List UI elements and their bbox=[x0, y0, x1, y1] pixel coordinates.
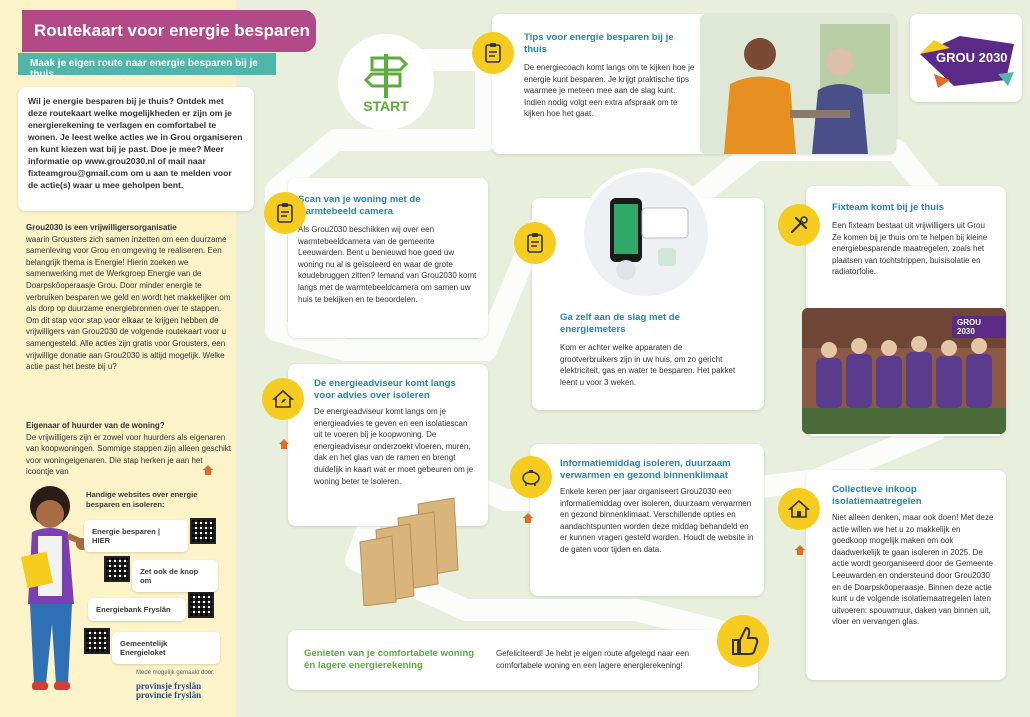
grou2030-logo bbox=[920, 36, 1014, 88]
step-collective-card: Collectieve inkoop isolatiemaatregelen N… bbox=[806, 470, 1006, 680]
qr-code bbox=[104, 556, 130, 582]
links-title: Handige websites over energie besparen e… bbox=[86, 490, 198, 509]
insulation-panels-image bbox=[359, 497, 459, 606]
house-leaf-icon bbox=[262, 378, 304, 420]
person-illustration bbox=[20, 486, 88, 690]
fixteam-photo: GROU 2030 bbox=[802, 308, 1006, 434]
link-zet-knop-om[interactable]: Zet ook de knop om bbox=[132, 560, 218, 592]
step-scan-title: Scan van je woning met de warmtebeeld ca… bbox=[298, 194, 421, 217]
step-collective-text: Niet alleen denken, maar ook doen! Met d… bbox=[832, 513, 994, 627]
clipboard-icon bbox=[514, 222, 556, 264]
qr-code bbox=[84, 628, 110, 654]
step-advisor-card: De energieadviseur komt langs voor advie… bbox=[288, 364, 488, 526]
step-tips-text: De energiecoach komt langs om te kijken … bbox=[524, 63, 695, 119]
coach-photo bbox=[700, 14, 896, 154]
start-label: START bbox=[363, 98, 409, 114]
about-text: waarin Grousters zich samen inzetten om … bbox=[26, 234, 231, 372]
step-scan-text: Als Grou2030 beschikken wij over een war… bbox=[298, 225, 477, 304]
step-info-card: Informatiemiddag isoleren, duurzaam verw… bbox=[530, 444, 764, 596]
step-tips-heading: Tips voor energie besparen bij je thuis bbox=[524, 32, 674, 55]
step-scan-card: Scan van je woning met de warmtebeeld ca… bbox=[288, 178, 488, 338]
owner-title: Eigenaar of huurder van de woning? bbox=[26, 421, 165, 430]
step-tips-card: Tips voor energie besparen bij je thuis … bbox=[492, 14, 896, 154]
start-badge: START bbox=[338, 34, 434, 130]
intro-card: Wil je energie besparen bij je thuis? On… bbox=[18, 87, 254, 211]
step-advisor-title: De energieadviseur komt langs voor advie… bbox=[314, 378, 456, 401]
intro-text: Wil je energie besparen bij je thuis? On… bbox=[28, 96, 243, 190]
piggy-bank-icon bbox=[510, 456, 552, 498]
step-collective-title: Collectieve inkoop isolatiemaatregelen bbox=[832, 484, 922, 507]
house-icon-circle bbox=[778, 488, 820, 530]
step-fixteam-title: Fixteam komt bij je thuis bbox=[832, 202, 944, 213]
house-icon bbox=[520, 510, 536, 526]
step-enjoy-text: Gefeliciteerd! Je hebt je eigen route af… bbox=[496, 649, 690, 670]
page-subtitle: Maak je eigen route naar energie bespare… bbox=[18, 53, 276, 80]
owner-text: De vrijwilligers zijn er zowel voor huur… bbox=[26, 432, 232, 477]
logo-text: GROU 2030 bbox=[936, 50, 1008, 65]
thumbs-up-icon bbox=[716, 614, 770, 668]
logo-card: GROU 2030 bbox=[910, 14, 1022, 102]
tools-icon bbox=[778, 204, 820, 246]
province-logo: provinsje fryslân provincie fryslân bbox=[136, 681, 202, 700]
house-icon bbox=[792, 542, 808, 558]
signpost-icon bbox=[363, 54, 409, 98]
link-energie-besparen[interactable]: Energie besparen | HIER bbox=[84, 520, 188, 552]
made-by-label: Mede mogelijk gemaakt door: bbox=[136, 670, 215, 676]
clipboard-icon bbox=[472, 32, 514, 74]
house-icon bbox=[276, 436, 292, 452]
about-section: Grou2030 is een vrijwilligersorganisatie… bbox=[26, 222, 232, 373]
qr-code bbox=[190, 518, 216, 544]
owner-section: Eigenaar of huurder van de woning? De vr… bbox=[26, 420, 232, 478]
qr-code bbox=[188, 592, 214, 618]
step-info-text: Enkele keren per jaar organiseert Grou20… bbox=[560, 487, 754, 554]
step-meters-title: Ga zelf aan de slag met de energiemeters bbox=[560, 312, 680, 335]
step-advisor-text: De energieadviseur komt langs om je ener… bbox=[314, 407, 474, 486]
clipboard-icon bbox=[264, 192, 306, 234]
link-energiebank[interactable]: Energiebank Fryslân bbox=[88, 598, 186, 621]
photo-badge: GROU 2030 bbox=[952, 316, 1006, 338]
page-title: Routekaart voor energie besparen bbox=[22, 10, 316, 52]
step-enjoy-title: Genieten van je comfortabele woning én l… bbox=[304, 648, 475, 671]
step-enjoy-card: Genieten van je comfortabele woning én l… bbox=[288, 630, 758, 690]
about-title: Grou2030 is een vrijwilligersorganisatie bbox=[26, 223, 177, 232]
step-meters-text: Kom er achter welke apparaten de grootve… bbox=[560, 343, 736, 387]
energy-meter-photo-front bbox=[580, 168, 712, 300]
step-fixteam-text: Een fixteam bestaat uit vrijwilligers ui… bbox=[832, 221, 988, 277]
step-info-title: Informatiemiddag isoleren, duurzaam verw… bbox=[560, 458, 731, 481]
link-gemeentelijk-energieloket[interactable]: Gemeentelijk Energieloket bbox=[112, 632, 220, 664]
house-icon bbox=[200, 462, 216, 478]
